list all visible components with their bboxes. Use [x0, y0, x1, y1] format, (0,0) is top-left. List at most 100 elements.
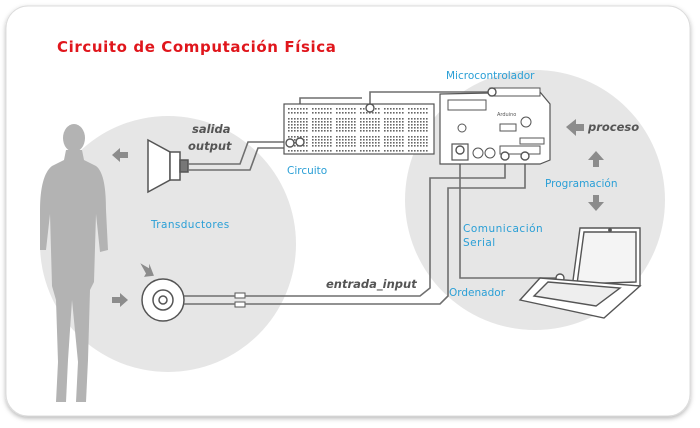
breadboard-hole [420, 145, 422, 147]
breadboard-hole [342, 139, 344, 141]
breadboard-hole [366, 118, 368, 120]
breadboard-hole [393, 108, 395, 110]
breadboard-hole [408, 112, 410, 114]
breadboard-hole [378, 130, 380, 132]
breadboard-hole [393, 130, 395, 132]
breadboard-hole [423, 124, 425, 126]
breadboard-hole [360, 112, 362, 114]
breadboard-hole [390, 112, 392, 114]
breadboard-hole [315, 112, 317, 114]
breadboard-hole [387, 127, 389, 129]
breadboard-hole [399, 118, 401, 120]
breadboard-hole [423, 121, 425, 123]
breadboard-hole [387, 145, 389, 147]
breadboard-hole [393, 139, 395, 141]
breadboard-hole [366, 112, 368, 114]
breadboard-hole [393, 127, 395, 129]
breadboard-hole [396, 108, 398, 110]
breadboard-hole [324, 121, 326, 123]
breadboard-hole [390, 127, 392, 129]
breadboard-hole [390, 130, 392, 132]
breadboard-hole [348, 139, 350, 141]
breadboard-hole [411, 127, 413, 129]
breadboard-hole [303, 136, 305, 138]
breadboard-hole [351, 112, 353, 114]
comunicacion-label: Comunicación [463, 223, 543, 235]
breadboard-hole [387, 130, 389, 132]
breadboard-hole [417, 130, 419, 132]
breadboard-hole [360, 142, 362, 144]
breadboard-hole [345, 139, 347, 141]
breadboard-hole [327, 108, 329, 110]
breadboard-hole [348, 145, 350, 147]
breadboard-hole [339, 142, 341, 144]
breadboard-hole [363, 150, 365, 152]
breadboard-hole [342, 118, 344, 120]
breadboard-hole [300, 108, 302, 110]
breadboard-hole [315, 142, 317, 144]
breadboard-hole [321, 145, 323, 147]
breadboard-hole [288, 121, 290, 123]
breadboard-hole [414, 124, 416, 126]
breadboard-hole [294, 150, 296, 152]
breadboard-hole [417, 150, 419, 152]
breadboard-hole [324, 108, 326, 110]
breadboard-hole [384, 139, 386, 141]
breadboard-hole [372, 121, 374, 123]
breadboard-hole [372, 136, 374, 138]
breadboard-hole [351, 139, 353, 141]
breadboard-hole [426, 150, 428, 152]
breadboard-hole [426, 142, 428, 144]
breadboard-hole [426, 145, 428, 147]
breadboard-hole [351, 130, 353, 132]
breadboard-hole [330, 112, 332, 114]
breadboard-hole [351, 108, 353, 110]
breadboard-hole [348, 112, 350, 114]
breadboard-hole [291, 124, 293, 126]
breadboard-hole [396, 142, 398, 144]
breadboard-hole [312, 150, 314, 152]
breadboard-hole [399, 150, 401, 152]
breadboard-hole [351, 124, 353, 126]
breadboard-hole [342, 150, 344, 152]
arrow-left-proceso-icon [566, 119, 584, 136]
breadboard-hole [339, 139, 341, 141]
breadboard-hole [366, 136, 368, 138]
breadboard-hole [363, 108, 365, 110]
laptop-icon [518, 227, 642, 319]
breadboard-hole [318, 142, 320, 144]
breadboard-hole [411, 150, 413, 152]
breadboard-hole [354, 142, 356, 144]
breadboard-hole [390, 118, 392, 120]
breadboard-hole [417, 139, 419, 141]
breadboard-hole [339, 130, 341, 132]
breadboard-hole [288, 127, 290, 129]
breadboard-hole [351, 121, 353, 123]
breadboard-hole [342, 124, 344, 126]
breadboard-hole [369, 118, 371, 120]
breadboard-hole [312, 108, 314, 110]
breadboard-hole [330, 139, 332, 141]
breadboard-hole [336, 150, 338, 152]
breadboard-hole [327, 127, 329, 129]
breadboard-hole [366, 145, 368, 147]
breadboard-hole [363, 124, 365, 126]
breadboard-hole [384, 145, 386, 147]
breadboard-hole [300, 136, 302, 138]
breadboard-hole [411, 139, 413, 141]
breadboard-hole [345, 136, 347, 138]
breadboard-hole [402, 124, 404, 126]
breadboard-hole [360, 145, 362, 147]
breadboard-hole [396, 127, 398, 129]
breadboard-hole [420, 118, 422, 120]
breadboard-hole [423, 127, 425, 129]
breadboard-hole [312, 130, 314, 132]
breadboard-hole [372, 124, 374, 126]
breadboard-hole [303, 108, 305, 110]
breadboard-hole [330, 108, 332, 110]
breadboard-hole [336, 127, 338, 129]
breadboard-hole [336, 142, 338, 144]
breadboard-hole [306, 142, 308, 144]
breadboard-hole [288, 130, 290, 132]
